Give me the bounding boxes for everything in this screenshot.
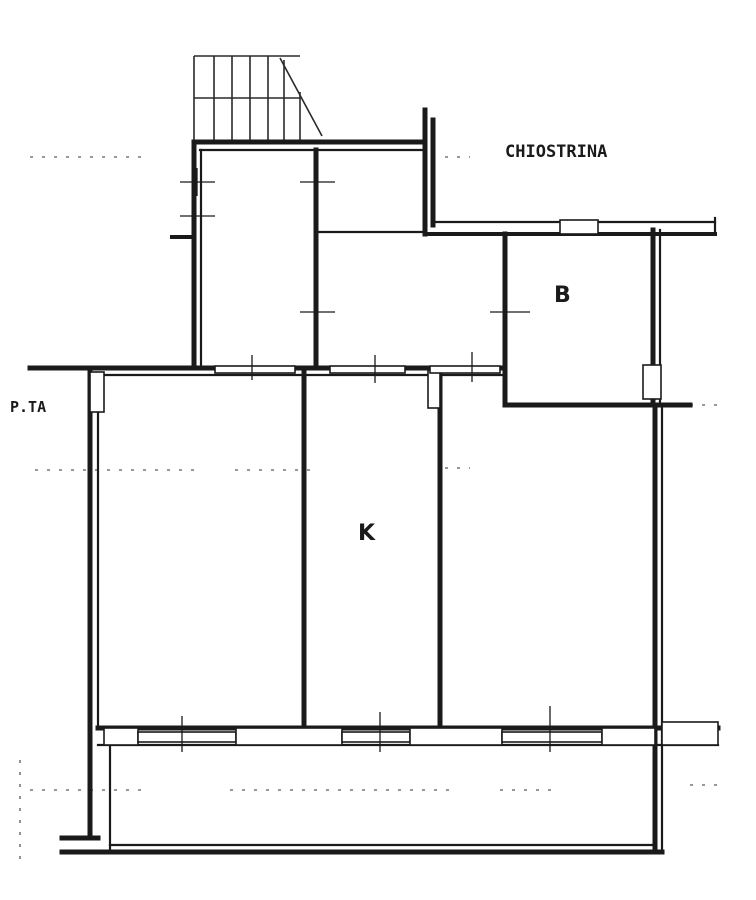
facade-windows: [95, 721, 721, 747]
mid-wall-windows: [214, 219, 599, 374]
room-b-label: B: [554, 283, 571, 308]
floor-label: P.TA: [10, 398, 46, 416]
labels: CHIOSTRINA B K P.TA: [10, 142, 607, 546]
scan-dot-lines: [19, 156, 720, 860]
courtyard-label: CHIOSTRINA: [505, 142, 607, 162]
room-k-label: K: [358, 521, 376, 546]
opening-ticks: [180, 165, 551, 752]
walls: [27, 107, 717, 855]
staircase: [193, 55, 323, 142]
